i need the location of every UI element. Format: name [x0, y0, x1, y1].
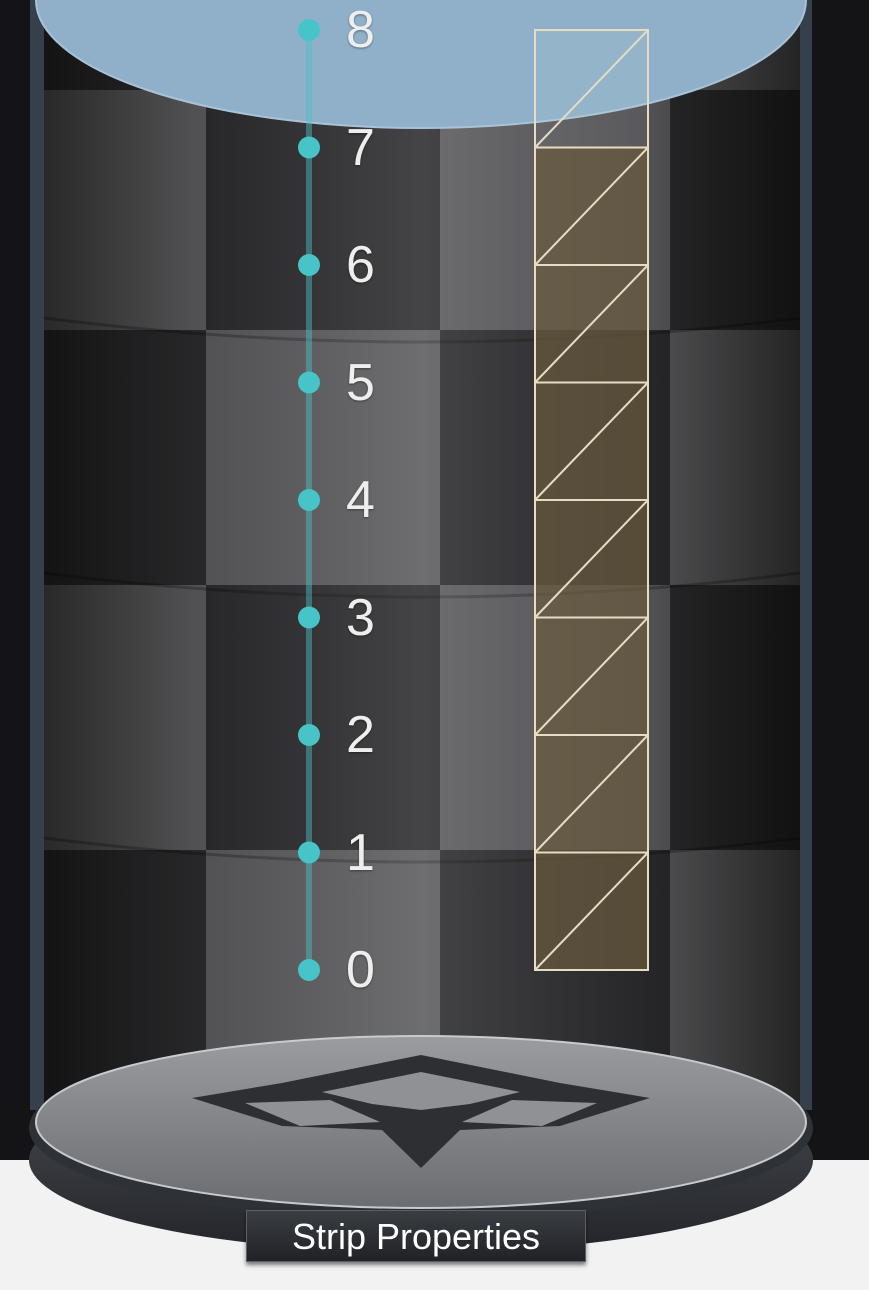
sky-cap-rim	[35, 0, 807, 129]
strip-point-label: 2	[346, 706, 375, 764]
strip-point-label: 7	[346, 118, 375, 177]
sky-cap	[36, 0, 806, 128]
strip-point-label: 3	[346, 588, 375, 647]
mesh-diagonal	[534, 499, 649, 619]
mesh-wireframe	[534, 29, 649, 971]
left-pillar	[30, 0, 46, 1110]
strip-point-label: 1	[346, 823, 375, 882]
title-plate: Strip Properties	[246, 1210, 586, 1262]
strip-point[interactable]	[298, 841, 320, 864]
unity-logo-icon	[192, 1055, 650, 1168]
mesh-diagonal	[534, 146, 649, 266]
strip-point[interactable]	[298, 959, 320, 981]
mesh-diagonal	[534, 616, 649, 736]
strip-point-label: 6	[346, 236, 375, 294]
mesh-diagonal	[534, 264, 649, 384]
strip-point[interactable]	[298, 371, 320, 394]
mesh-diagonal	[534, 734, 649, 854]
strip-points	[298, 19, 320, 981]
wall-shading	[44, 0, 800, 1110]
strip-point-label: 5	[346, 353, 375, 412]
page-title: Strip Properties	[291, 1216, 541, 1257]
strip-point[interactable]	[298, 724, 320, 746]
mesh-diagonal	[534, 381, 649, 501]
strip-point[interactable]	[298, 19, 320, 41]
strip-point-label: 8	[346, 1, 375, 59]
mesh-diagonal	[534, 851, 649, 971]
mesh-diagonal	[534, 29, 649, 149]
strip-point[interactable]	[298, 606, 320, 629]
strip-point-label: 4	[346, 471, 375, 529]
strip-point[interactable]	[298, 489, 320, 511]
strip-point[interactable]	[298, 254, 320, 276]
strip-point-label: 0	[346, 941, 375, 999]
strip-point[interactable]	[298, 136, 320, 159]
